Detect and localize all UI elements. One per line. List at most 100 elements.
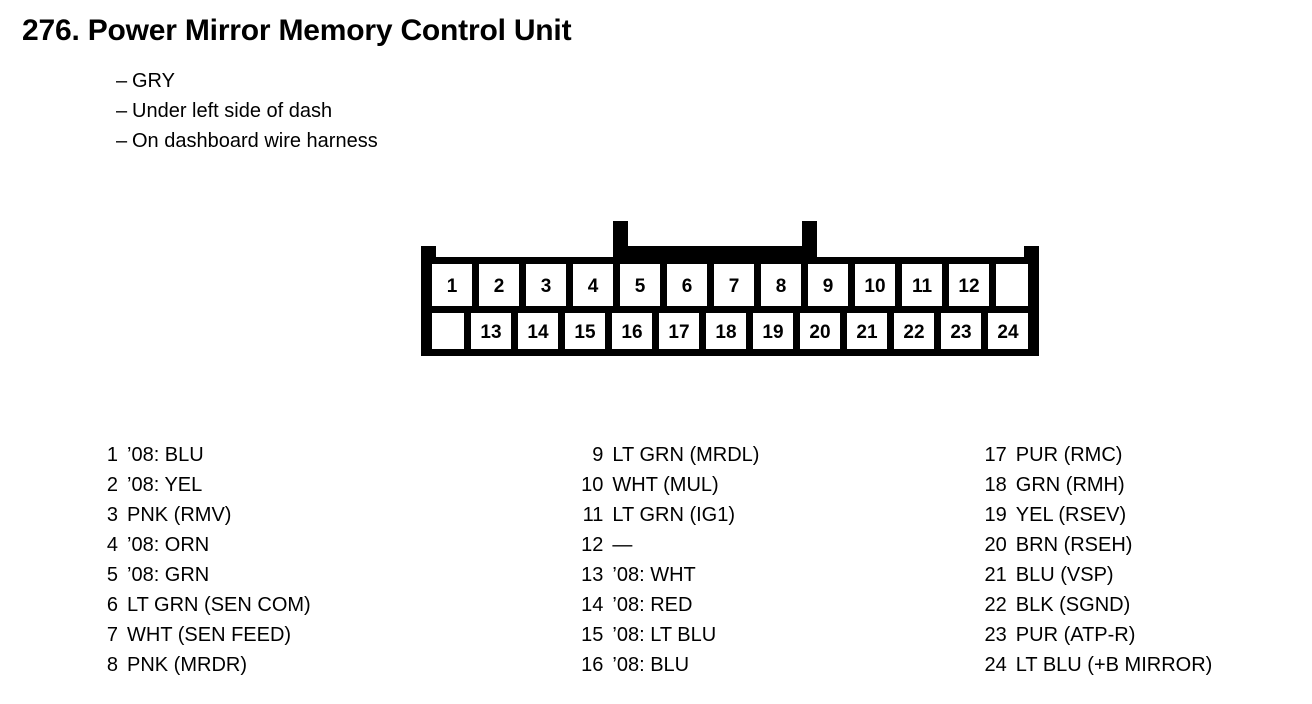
pin-cavity xyxy=(518,313,558,349)
pin-number: 20 xyxy=(809,322,830,343)
pin-cavity xyxy=(949,264,989,306)
legend-row: 17 PUR (RMC) xyxy=(977,444,1312,474)
legend-pin-label: BLU (VSP) xyxy=(1015,564,1114,586)
pin-cavity xyxy=(479,264,519,306)
pin-number: 3 xyxy=(541,276,552,297)
legend-pin-label: WHT (MUL) xyxy=(612,474,719,496)
pin-number: 14 xyxy=(527,322,549,343)
latch-bracket xyxy=(613,221,817,257)
pin-cavity xyxy=(612,313,652,349)
notes-list: –GRY –Under left side of dash –On dashbo… xyxy=(116,66,378,156)
pin-number: 12 xyxy=(958,276,979,297)
legend-row: 7 WHT (SEN FEED) xyxy=(88,624,481,654)
legend-pin-label: ’08: WHT xyxy=(612,564,696,586)
pin-number: 8 xyxy=(776,276,787,297)
legend-row: 6 LT GRN (SEN COM) xyxy=(88,594,481,624)
pin-cavity xyxy=(667,264,707,306)
pin-cavity xyxy=(659,313,699,349)
note-text: On dashboard wire harness xyxy=(132,130,378,152)
pin-cavity xyxy=(855,264,895,306)
legend-pin-number: 3 xyxy=(106,504,118,526)
legend-pin-number: 17 xyxy=(984,444,1007,466)
connector-svg: 1 2 3 4 5 6 7 8 9 10 11 12 13 14 15 16 1… xyxy=(421,221,1039,356)
pin-number: 16 xyxy=(621,322,642,343)
legend-row: 19 YEL (RSEV) xyxy=(977,504,1312,534)
legend-pin-number: 4 xyxy=(106,534,118,556)
pin-number: 24 xyxy=(997,322,1019,343)
legend-pin-number: 8 xyxy=(106,654,118,676)
legend-pin-label: ’08: ORN xyxy=(127,534,210,556)
legend-row: 12 — xyxy=(573,534,966,564)
legend-pin-number: 12 xyxy=(581,534,604,556)
legend-pin-label: PNK (MRDR) xyxy=(127,654,247,676)
legend-column-2: 9 LT GRN (MRDL) 10 WHT (MUL) 11 LT GRN (… xyxy=(481,444,966,684)
note-text: GRY xyxy=(132,70,175,92)
note-text: Under left side of dash xyxy=(132,100,333,122)
legend-pin-label: ’08: GRN xyxy=(127,564,210,586)
legend-pin-number: 7 xyxy=(106,624,118,646)
pin-cavity xyxy=(573,264,613,306)
legend-pin-label: ’08: RED xyxy=(612,594,693,616)
note-dash: – xyxy=(116,70,128,92)
pin-number: 18 xyxy=(715,322,736,343)
legend-pin-number: 19 xyxy=(984,504,1007,526)
pin-cavity xyxy=(941,313,981,349)
legend-pin-label: WHT (SEN FEED) xyxy=(127,624,292,646)
pin-cavity xyxy=(800,313,840,349)
legend-pin-label: LT GRN (IG1) xyxy=(612,504,735,526)
legend-column-3: 17 PUR (RMC) 18 GRN (RMH) 19 YEL (RSEV) … xyxy=(967,444,1312,684)
legend-row: 11 LT GRN (IG1) xyxy=(573,504,966,534)
pin-number: 19 xyxy=(762,322,783,343)
pin-number: 6 xyxy=(682,276,693,297)
note-dash: – xyxy=(116,130,128,152)
legend-pin-number: 20 xyxy=(984,534,1007,556)
legend-pin-number: 23 xyxy=(984,624,1007,646)
pin-cavity-blank xyxy=(996,264,1028,306)
legend-row: 18 GRN (RMH) xyxy=(977,474,1312,504)
pin-cavity xyxy=(432,264,472,306)
legend-pin-number: 24 xyxy=(984,654,1007,676)
legend-row: 10 WHT (MUL) xyxy=(573,474,966,504)
connector-diagram: 1 2 3 4 5 6 7 8 9 10 11 12 13 14 15 16 1… xyxy=(410,210,1050,375)
legend-pin-number: 11 xyxy=(582,504,604,526)
legend-row: 5 ’08: GRN xyxy=(88,564,481,594)
pin-number: 4 xyxy=(588,276,599,297)
pin-number: 1 xyxy=(447,276,458,297)
legend-row: 8 PNK (MRDR) xyxy=(88,654,481,684)
legend-pin-label: LT GRN (SEN COM) xyxy=(127,594,311,616)
legend-row: 24 LT BLU (+B MIRROR) xyxy=(977,654,1312,684)
legend-pin-number: 6 xyxy=(106,594,118,616)
pin-number: 10 xyxy=(864,276,885,297)
connector-outline xyxy=(421,221,1039,356)
legend-pin-number: 22 xyxy=(984,594,1007,616)
pin-cavity xyxy=(753,313,793,349)
pin-number: 17 xyxy=(668,322,689,343)
pin-cavity-blank xyxy=(432,313,464,349)
legend-pin-number: 10 xyxy=(581,474,604,496)
pin-number: 9 xyxy=(823,276,834,297)
pin-cavity xyxy=(706,313,746,349)
pin-cavity xyxy=(988,313,1028,349)
legend-pin-number: 16 xyxy=(581,654,604,676)
pin-number: 15 xyxy=(574,322,596,343)
bottom-row-pin-numbers: 13 14 15 16 17 18 19 20 21 22 23 24 xyxy=(480,322,1019,343)
legend-pin-label: LT GRN (MRDL) xyxy=(612,444,760,466)
legend-pin-number: 9 xyxy=(592,444,604,466)
pin-number: 7 xyxy=(729,276,740,297)
legend-row: 9 LT GRN (MRDL) xyxy=(573,444,966,474)
legend-pin-label: ’08: BLU xyxy=(127,444,204,466)
pin-cavity xyxy=(565,313,605,349)
legend-row: 20 BRN (RSEH) xyxy=(977,534,1312,564)
note-item: –GRY xyxy=(116,66,378,96)
pin-number: 5 xyxy=(635,276,646,297)
legend-row: 21 BLU (VSP) xyxy=(977,564,1312,594)
legend-row: 23 PUR (ATP-R) xyxy=(977,624,1312,654)
pin-cavity xyxy=(526,264,566,306)
pin-number: 2 xyxy=(494,276,505,297)
page-title: 276. Power Mirror Memory Control Unit xyxy=(22,14,572,47)
pin-legend: 1 ’08: BLU 2 ’08: YEL 3 PNK (RMV) 4 ’08:… xyxy=(0,444,1312,684)
note-item: –On dashboard wire harness xyxy=(116,126,378,156)
legend-pin-number: 15 xyxy=(581,624,604,646)
legend-pin-number: 21 xyxy=(984,564,1007,586)
legend-pin-label: ’08: BLU xyxy=(612,654,690,676)
